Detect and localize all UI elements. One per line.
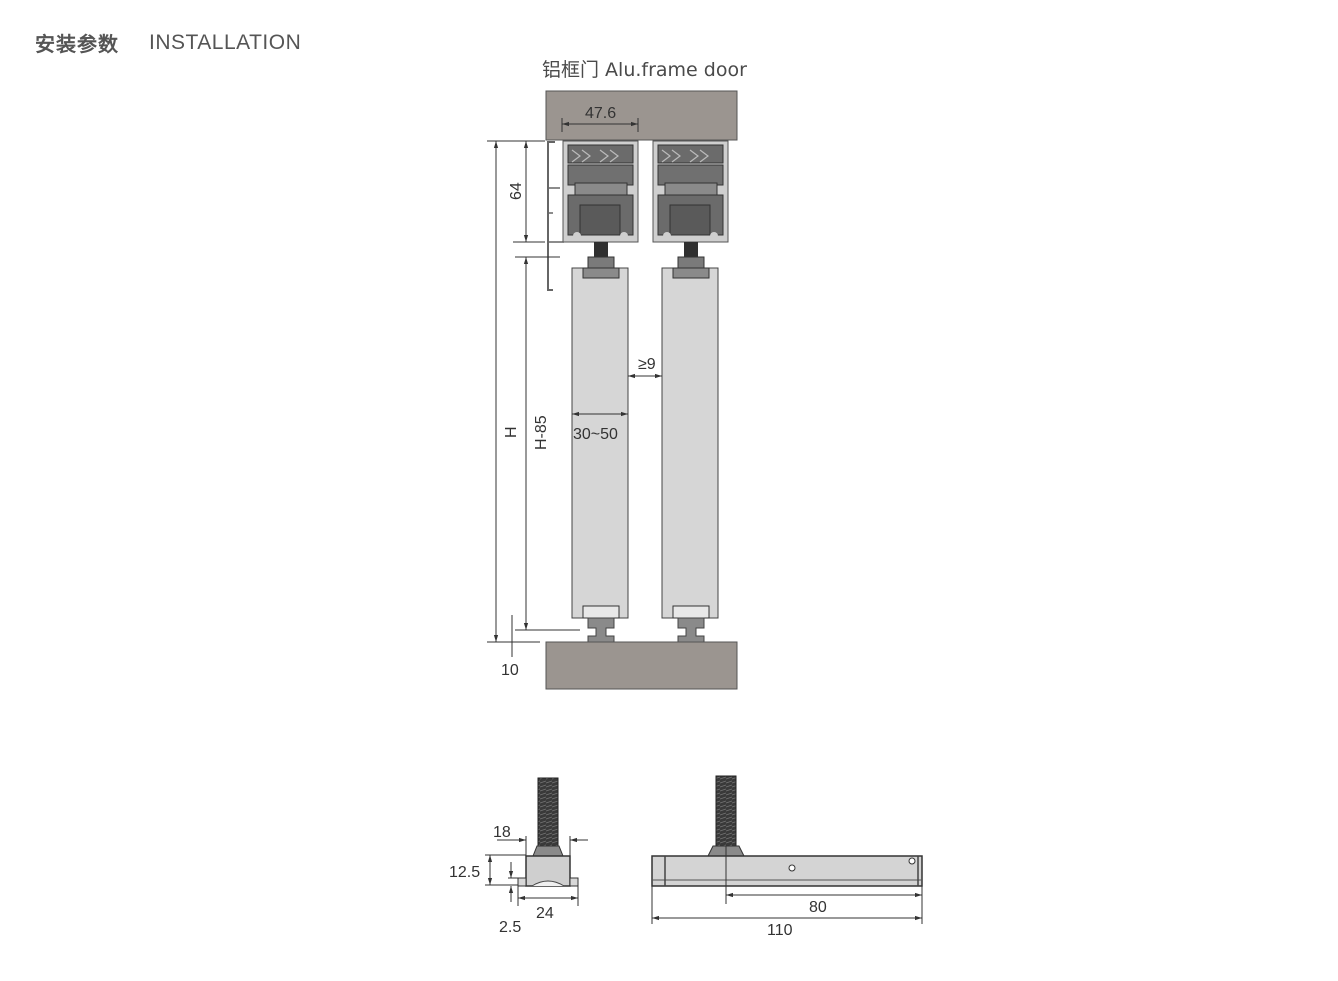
track-profile-right (652, 140, 729, 243)
drawing-caption: 铝框门 Alu.frame door (542, 59, 747, 81)
svg-text:10: 10 (501, 662, 519, 679)
dim-door-height: H-85 (515, 256, 580, 631)
header: 安装参数 INSTALLATION (35, 28, 301, 57)
svg-text:2.5: 2.5 (499, 919, 521, 936)
svg-text:30~50: 30~50 (573, 426, 618, 443)
dim-roller-base-thickness: 2.5 (499, 862, 521, 936)
ceiling-block (545, 90, 738, 141)
svg-text:64: 64 (508, 182, 525, 200)
dim-floor-clearance: 10 (501, 615, 519, 679)
svg-text:≥9: ≥9 (638, 356, 656, 373)
door-panel-left (571, 267, 629, 619)
roller-side-view (517, 777, 579, 887)
track-profile-left (562, 140, 639, 243)
floor-guide-right (677, 617, 705, 643)
floor-guide-left (587, 617, 615, 643)
svg-text:H-85: H-85 (533, 415, 550, 450)
dim-roller-height: 12.5 (449, 854, 526, 886)
dim-track-height: 64 (508, 140, 545, 243)
dim-roller-width-top: 18 (493, 824, 588, 856)
svg-text:80: 80 (809, 899, 827, 916)
svg-text:H: H (503, 426, 520, 438)
dim-roller-base-width: 24 (517, 886, 579, 922)
dim-track-width: 47.6 (561, 105, 639, 132)
roller-front-view (651, 775, 923, 887)
floor-block (545, 641, 738, 690)
title-en: INSTALLATION (149, 30, 302, 54)
dim-total-height: H (487, 140, 540, 643)
door-panel-right (661, 267, 719, 619)
svg-text:47.6: 47.6 (585, 105, 616, 122)
dim-bolt-offset: 80 (725, 846, 923, 924)
dim-total-length: 110 (651, 886, 922, 939)
title-cn: 安装参数 (35, 32, 119, 56)
svg-text:12.5: 12.5 (449, 864, 480, 881)
fascia-profile (547, 141, 564, 291)
dim-door-thickness: 30~50 (572, 411, 628, 443)
svg-text:110: 110 (767, 922, 793, 939)
svg-text:24: 24 (536, 905, 554, 922)
dim-door-gap: ≥9 (628, 356, 662, 379)
svg-text:18: 18 (493, 824, 511, 841)
